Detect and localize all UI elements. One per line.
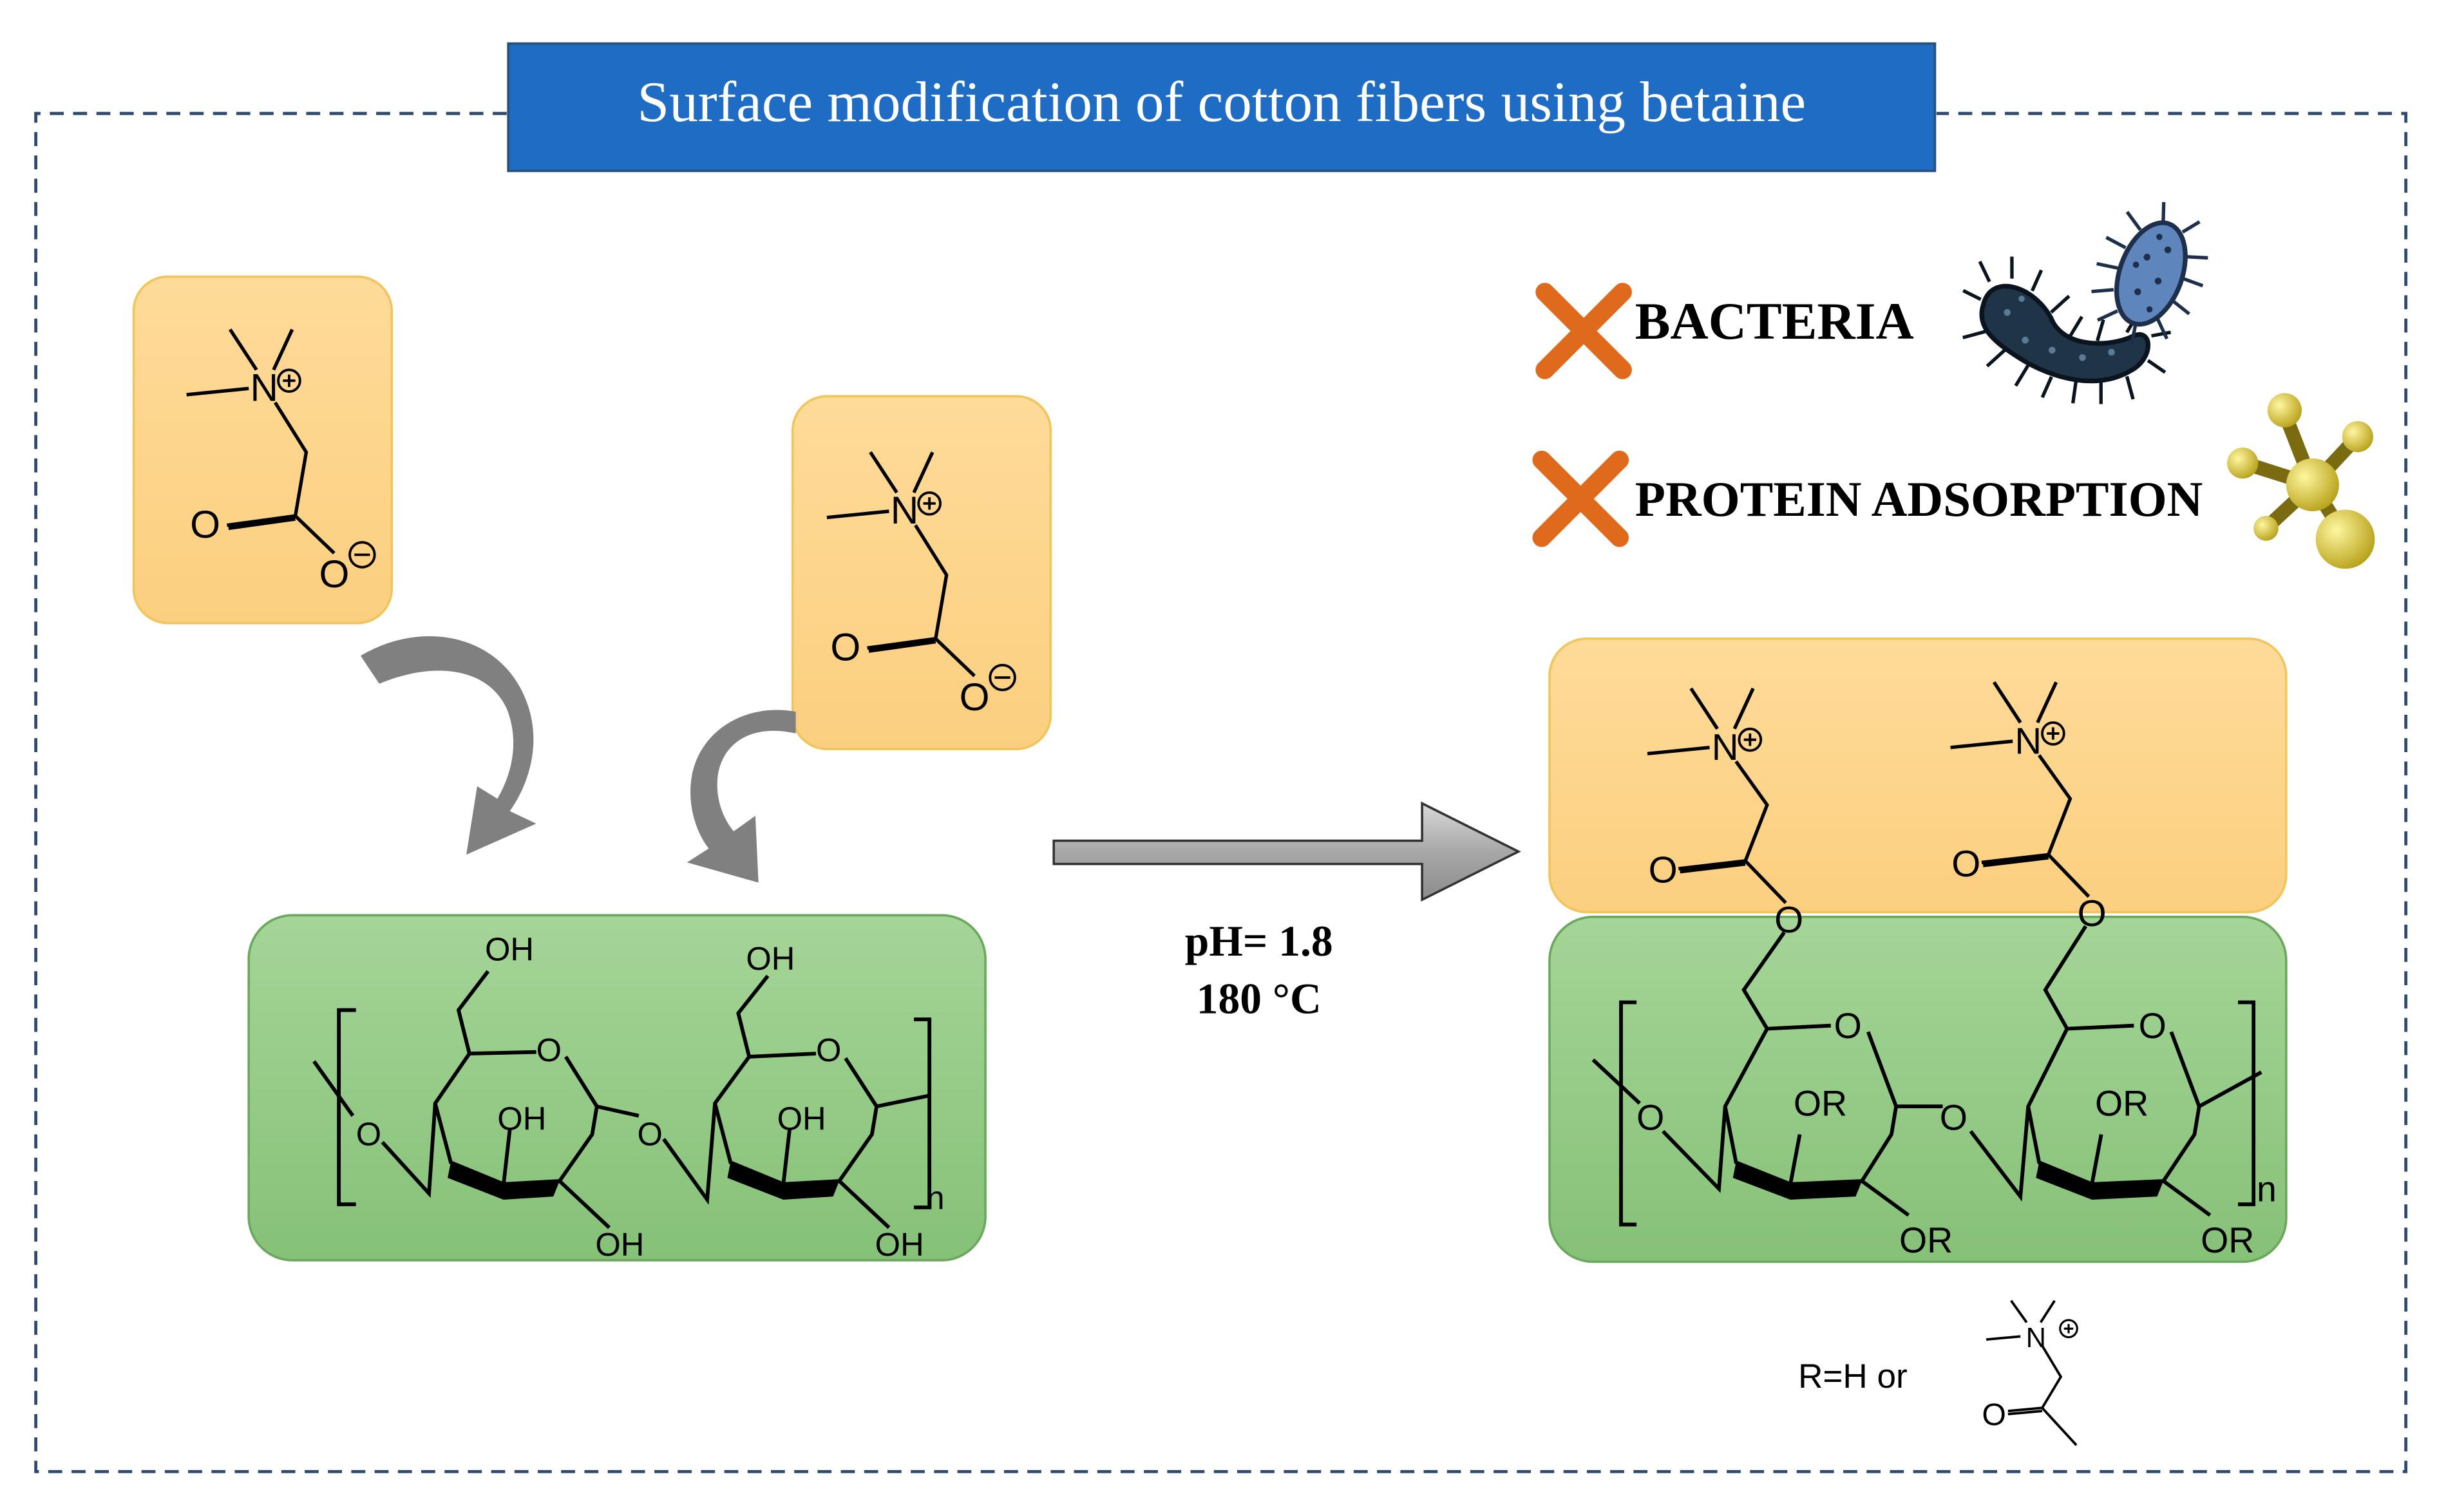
- ph-condition: pH= 1.8: [1185, 917, 1333, 965]
- protein-icon: [2227, 393, 2375, 569]
- cross-icon-protein: [1532, 450, 1629, 547]
- svg-text:O: O: [1982, 1397, 2006, 1432]
- reaction-arrow: [1052, 801, 1521, 902]
- effect-bacteria-label: BACTERIA: [1635, 292, 1914, 350]
- effect-protein-label: PROTEIN ADSORPTION: [1635, 471, 2203, 527]
- svg-text:OR: OR: [2095, 1084, 2148, 1124]
- temperature-condition: 180 °C: [1197, 974, 1322, 1023]
- legend-acyl-group: N O: [1982, 1299, 2078, 1446]
- modified-cellulose-box: [1548, 915, 2288, 1263]
- title: Surface modification of cotton fibers us…: [638, 70, 1806, 134]
- svg-text:O: O: [1940, 1097, 1968, 1137]
- svg-text:O: O: [816, 1032, 841, 1068]
- cellulose-labels: OH OH OH OH OH OH O O O O n: [356, 931, 945, 1262]
- legend-text: R=H or: [1798, 1357, 1908, 1395]
- modified-cellulose-labels: OR OR OR OR O O O O n: [1636, 1006, 2277, 1260]
- svg-text:O: O: [637, 1115, 662, 1152]
- cross-icon-bacteria: [1535, 283, 1632, 379]
- curved-arrow-1: [360, 636, 536, 855]
- svg-text:OR: OR: [2201, 1220, 2254, 1260]
- betaine-box-2: [791, 395, 1052, 750]
- svg-text:n: n: [2257, 1169, 2277, 1209]
- cellulose-box: [247, 914, 987, 1262]
- svg-text:OH: OH: [746, 940, 795, 977]
- svg-text:OR: OR: [1794, 1084, 1847, 1124]
- svg-text:O: O: [1834, 1006, 1862, 1046]
- bacteria-icon: [1949, 188, 2225, 416]
- svg-text:O: O: [2139, 1006, 2167, 1046]
- svg-text:N: N: [2026, 1323, 2046, 1354]
- curved-arrow-2: [687, 710, 796, 883]
- betaine-box-1: [132, 275, 394, 625]
- svg-text:O: O: [1636, 1097, 1664, 1137]
- svg-text:OH: OH: [777, 1100, 826, 1137]
- dashed-frame: [34, 111, 2408, 1473]
- svg-text:OH: OH: [595, 1226, 644, 1263]
- svg-text:OH: OH: [497, 1100, 546, 1137]
- cellulose-structure: OH OH OH OH OH OH O O O O n: [312, 931, 945, 1263]
- svg-text:OH: OH: [875, 1226, 924, 1263]
- modified-cellulose-structure: OR OR OR OR O O O O n: [1591, 925, 2277, 1260]
- svg-text:O: O: [536, 1032, 562, 1068]
- title-banner: [507, 42, 1937, 173]
- betaine-layer-box: [1548, 637, 2288, 914]
- svg-text:OH: OH: [485, 931, 534, 967]
- svg-text:n: n: [926, 1179, 944, 1216]
- svg-text:O: O: [356, 1115, 381, 1152]
- svg-text:OR: OR: [1899, 1220, 1953, 1260]
